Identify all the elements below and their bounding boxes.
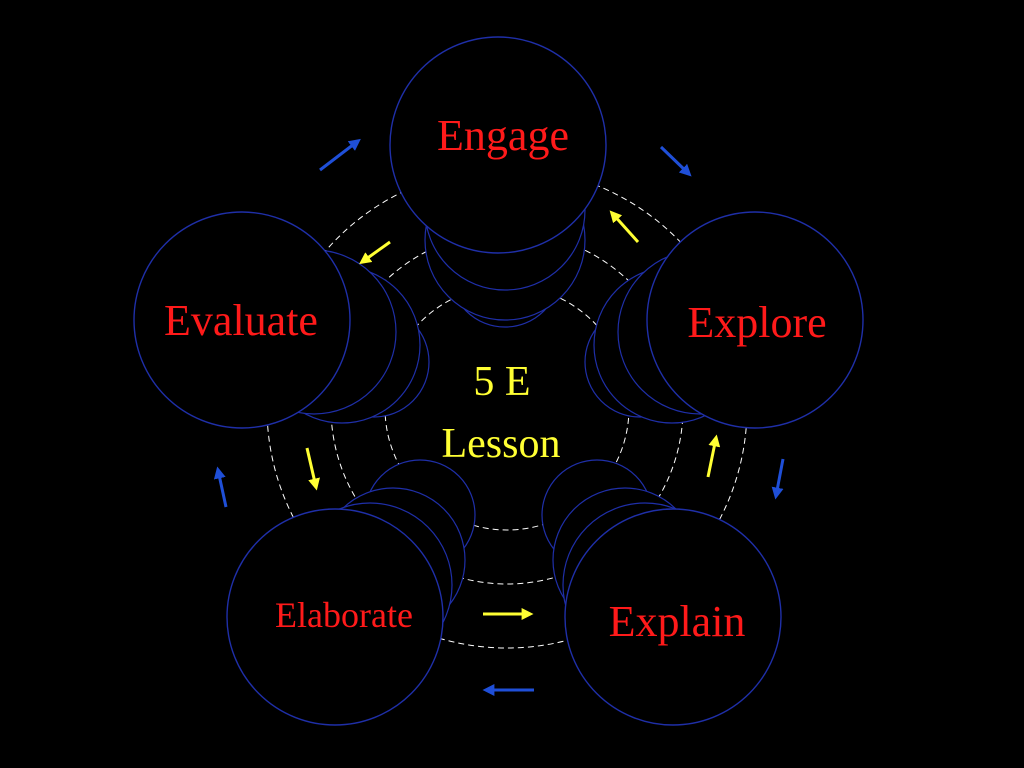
stage-label-evaluate: Evaluate	[164, 296, 318, 345]
inner-arrow-engage-to-evaluate	[359, 240, 391, 265]
evaluate-circle	[133, 211, 351, 429]
center-label-line2: Lesson	[442, 421, 561, 467]
stage-label-elaborate: Elaborate	[275, 595, 413, 635]
inner-arrow-explore-to-engage	[609, 210, 640, 244]
explore-circle	[646, 211, 864, 429]
inner-arrow-evaluate-to-elaborate	[305, 447, 320, 491]
inner-arrow-explain-to-explore	[706, 434, 721, 478]
engage-circle	[389, 36, 607, 254]
elaborate-circle	[226, 508, 444, 726]
outer-arrow-engage-to-explore	[659, 145, 692, 177]
outer-arrow-elaborate-to-evaluate	[213, 466, 228, 508]
stage-label-explore: Explore	[687, 298, 826, 347]
explain-circle	[564, 508, 782, 726]
outer-arrow-evaluate-to-engage	[319, 138, 361, 172]
outer-arrow-explore-to-explain	[771, 458, 785, 500]
center-label-line1: 5 E	[473, 359, 530, 405]
stage-label-engage: Engage	[437, 111, 569, 160]
stage-label-explain: Explain	[609, 597, 746, 646]
